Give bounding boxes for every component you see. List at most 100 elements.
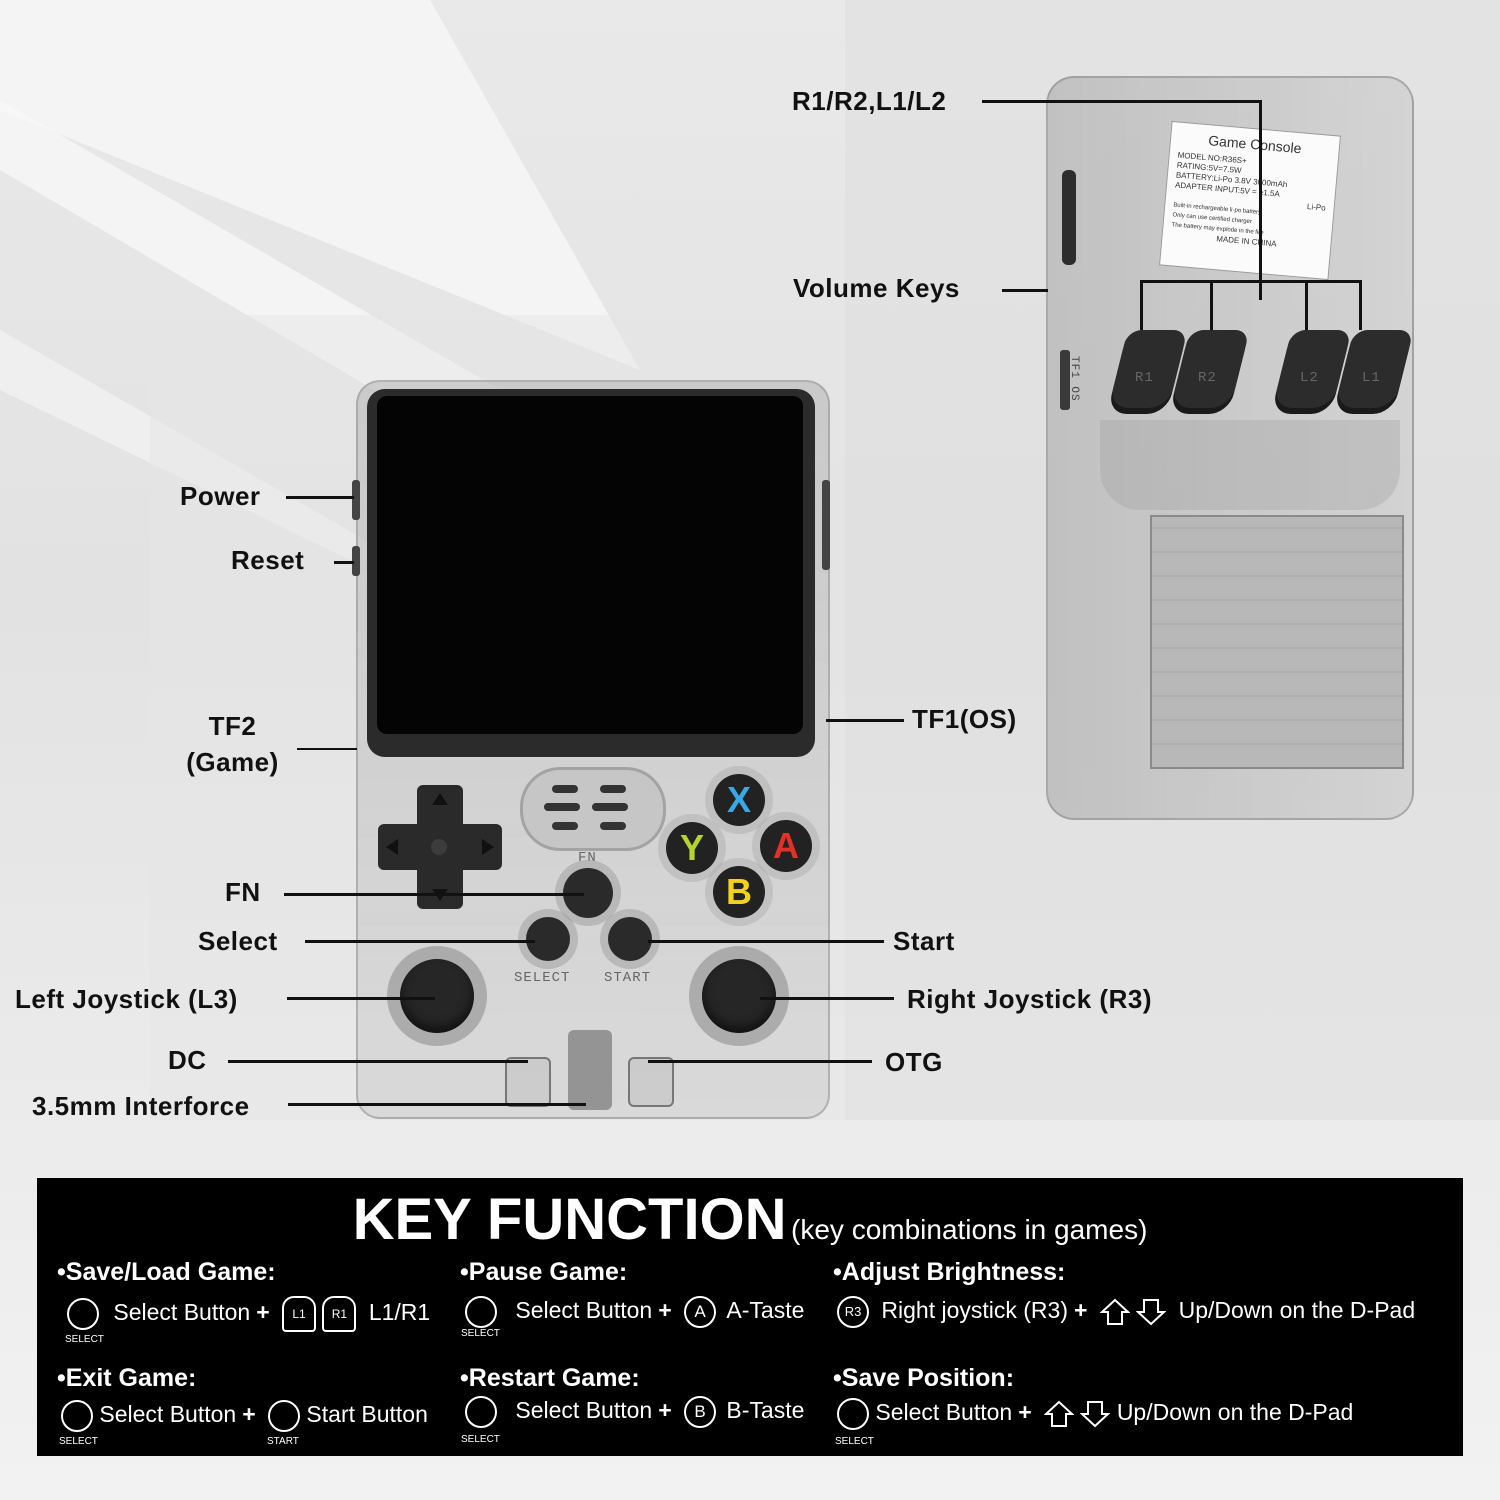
label-audio-jack: 3.5mm Interforce [32,1091,250,1121]
tf1-side-label: TF1 OS [1068,356,1080,402]
dpad-up-icon [1099,1298,1130,1325]
speaker-slot [600,785,626,793]
speaker-slot [600,822,626,830]
shoulder-label-r1: R1 [1135,370,1154,386]
leader-line [334,561,354,564]
shoulder-label-l2: L2 [1300,370,1319,386]
audio-jack [568,1030,612,1110]
start-caption: START [267,1436,299,1447]
leader-line [228,1060,528,1063]
save-load-combo: Select Button+ L1 R1 L1/R1 [67,1296,430,1336]
restart-heading: •Restart Game: [460,1364,640,1392]
dc-port [505,1057,551,1107]
dpad-center [431,839,447,855]
product-label-sticker: Game Console MODEL NO:R36S+ RATING:5V=7.… [1159,120,1341,281]
left-joystick [400,959,474,1033]
b-button-icon: B [684,1396,717,1428]
brightness-text: Right joystick (R3) [881,1297,1068,1324]
key-function-heading: KEY FUNCTION [352,1187,787,1252]
leader-line [297,748,357,750]
label-shoulder-buttons: R1/R2,L1/L2 [792,86,947,116]
leader-line [1140,280,1362,283]
key-function-panel: KEY FUNCTION (key combinations in games)… [37,1178,1463,1456]
button-b: B [713,866,765,918]
label-otg: OTG [885,1047,943,1077]
right-side-button [822,480,830,570]
label-select: Select [198,926,278,956]
brightness-suffix: Up/Down on the D-Pad [1178,1297,1416,1324]
key-function-title: KEY FUNCTION (key combinations in games) [37,1186,1463,1253]
start-silk-label: START [604,970,652,986]
label-tf2-line1: TF2 [208,711,257,741]
restart-select-text: Select Button [515,1397,653,1424]
dpad-up-icon [1044,1400,1075,1427]
select-button-icon [61,1400,93,1432]
leader-line [1210,280,1213,330]
select-caption: SELECT [835,1436,874,1447]
leader-line [284,893,584,896]
select-caption: SELECT [59,1436,98,1447]
pause-heading: •Pause Game: [460,1258,628,1286]
battery-cover [1150,515,1404,769]
label-reset: Reset [231,545,305,575]
leader-line [1140,280,1143,330]
label-left-joystick: Left Joystick (L3) [15,984,238,1014]
exit-combo: Select Button+ Start Button [61,1400,428,1440]
exit-select-text: Select Button [99,1401,237,1428]
speaker-slot [552,822,578,830]
label-power: Power [180,481,261,511]
leader-line [305,940,535,943]
leader-line [287,997,435,1000]
label-volume-keys: Volume Keys [793,273,960,303]
label-fn: FN [225,877,261,907]
grip-area [1100,420,1400,510]
leader-line [648,1060,872,1063]
pause-suffix: A-Taste [726,1297,805,1324]
reset-button [352,546,360,576]
r1-key-icon: R1 [322,1296,357,1332]
label-tf2-line2: (Game) [186,747,279,777]
r3-button-icon: R3 [837,1296,869,1328]
save-load-select-text: Select Button [113,1299,251,1326]
a-button-icon: A [684,1296,717,1328]
save-position-combo: Select Button+ Up/Down on the D-Pad [837,1398,1353,1438]
select-button [526,917,570,961]
button-x: X [713,774,765,826]
button-y: Y [666,822,718,874]
save-load-heading: •Save/Load Game: [57,1258,276,1286]
speaker-slot [544,803,580,811]
label-right-joystick: Right Joystick (R3) [907,984,1152,1014]
exit-heading: •Exit Game: [57,1364,197,1392]
dpad-down-icon [1080,1401,1111,1428]
save-load-suffix: L1/R1 [368,1299,431,1326]
speaker-slot [552,785,578,793]
key-function-subtitle: (key combinations in games) [791,1214,1148,1245]
restart-suffix: B-Taste [726,1397,805,1424]
leader-line [288,1103,586,1106]
save-position-heading: •Save Position: [833,1364,1015,1392]
leader-line [1002,289,1048,292]
volume-keys [1062,170,1076,265]
brightness-heading: •Adjust Brightness: [833,1258,1066,1286]
label-tf2: TF2 (Game) [175,708,290,780]
button-a: A [760,820,812,872]
fn-silk-label: FN [578,850,597,866]
leader-line [1259,100,1262,300]
l1-key-icon: L1 [282,1296,317,1332]
leader-line [1305,280,1308,330]
leader-line [1359,280,1362,330]
tf1-side-port [1060,350,1070,410]
restart-combo: Select Button+ B B-Taste [465,1396,804,1436]
pause-combo: Select Button+ A A-Taste [465,1296,804,1336]
dpad-down-icon [1136,1299,1167,1326]
right-joystick [702,959,776,1033]
select-button-icon [465,1296,497,1328]
shoulder-label-l1: L1 [1362,370,1381,386]
save-position-select-text: Select Button [875,1399,1013,1426]
brightness-combo: R3 Right joystick (R3)+ Up/Down on the D… [837,1296,1415,1336]
start-button [608,917,652,961]
select-caption: SELECT [461,1434,500,1445]
leader-line [826,719,904,722]
screen [377,396,803,734]
leader-line [648,940,884,943]
